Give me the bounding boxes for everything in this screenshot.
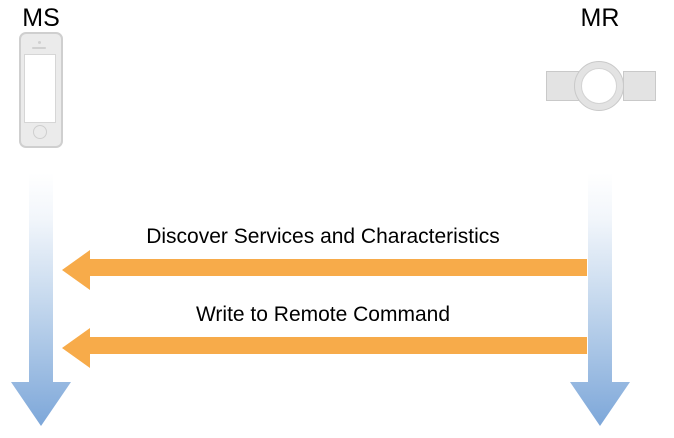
smartphone-screen <box>24 54 56 123</box>
smartphone-icon <box>19 32 63 148</box>
smartwatch-face <box>581 68 617 104</box>
smartwatch-strap-left <box>546 71 579 101</box>
lifeline-arrow-mr <box>570 173 630 426</box>
smartphone-camera-dot <box>38 41 41 44</box>
message-arrow-2 <box>62 328 587 368</box>
message-label-2: Write to Remote Command <box>195 303 451 326</box>
lifeline-arrow-ms <box>11 173 71 426</box>
actor-label-mr: MR <box>580 4 620 32</box>
smartwatch-strap-right <box>623 71 656 101</box>
smartphone-speaker-slot <box>32 47 46 49</box>
actor-label-ms: MS <box>22 4 60 32</box>
smartwatch-icon <box>545 61 657 111</box>
smartphone-home-button <box>33 125 47 139</box>
message-arrow-1 <box>62 250 587 290</box>
message-label-1: Discover Services and Characteristics <box>146 225 500 248</box>
